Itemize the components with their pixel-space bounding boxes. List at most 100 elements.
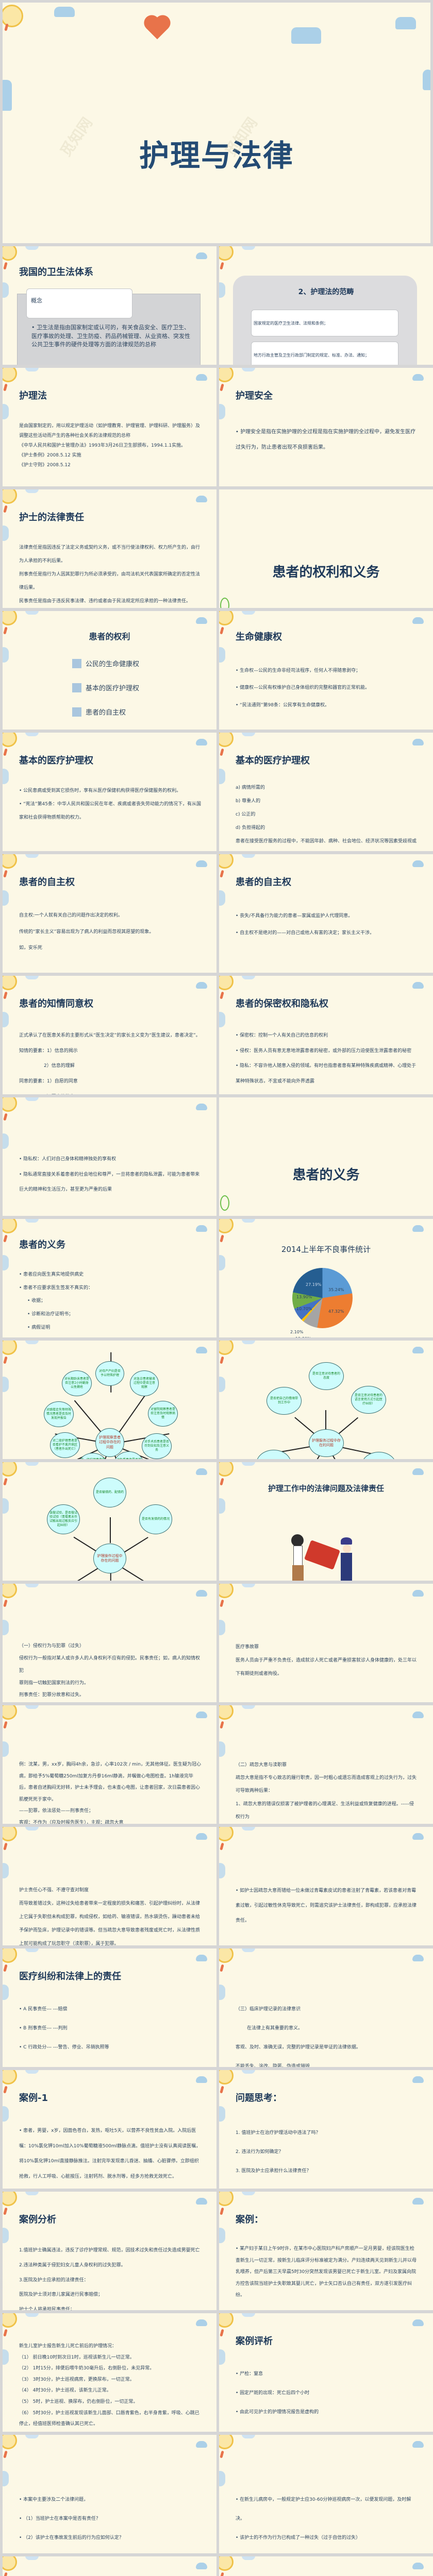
slide-mindmap-service[interactable]: 护理服务过程中存在的问题 是否注意对待患者的态度 是否注意对待患者的语言使用方式… [219,1341,433,1459]
cloud-icon [412,2563,424,2569]
cloud-icon [412,374,424,381]
cloud-icon [25,1462,39,1466]
slide-autonomy-2[interactable]: 患者的自主权 丧失/不具备行为能力的患者—家属或监护人代理同意。 自主权不是绝对… [219,854,433,973]
pie-chart[interactable] [292,1268,353,1328]
slide-body: 自主权:一个人就有关自己的问题作出决定的权利。 传统的“家长主义”容易出现为了病… [19,908,201,957]
slide-body: （二）疏忽大意与渎职罪 疏忽大意是指不专心致志的履行职责，因一时粗心或遗忘而造成… [236,1759,418,1824]
slide-confidentiality-privacy[interactable]: 患者的保密权和隐私权 保密权：控制一个人有关自己的信息的权利 侵权：医务人员有意… [219,976,433,1094]
cloud-icon [219,647,225,663]
slide-informed-consent[interactable]: 患者的知情同意权 正式承认了在医患关系的主要形式从“医生决定”的家长主义变为“医… [3,976,216,1094]
slide-fault-forms[interactable]: 过错的形式主要有故意和过失两种。 故意，是指行为人预见到自己行为的有害后果，仍然… [219,2556,433,2576]
sun-decoration [219,1584,234,1598]
slide-privacy-2[interactable]: 隐私权：人们对自己身体和精神独处的享有权 隐私通常直接关系着患者的社会地位和尊严… [3,1097,216,1216]
square-marker-icon [72,707,81,717]
slide-penicillin-example[interactable]: 如护士因疏忽大意而错给一位未做过青霉素皮试的患者注射了青霉素，若该患者对青霉素过… [219,1827,433,1945]
slide-title: 生命健康权 [236,632,282,642]
rights-list-item[interactable]: 公民的生命健康权 [72,657,139,669]
slide-title: 患者的自主权 [19,877,75,888]
cloud-icon [412,1225,424,1232]
cloud-icon [196,1104,207,1110]
cloud-icon [25,2556,39,2560]
cloud-icon [219,1985,225,2000]
slide-section-duties[interactable]: 患者的义务 [219,1097,433,1216]
slide-body: 公民患病或受到其它损伤时，享有从医疗保健机构获得医疗保健服务的权利。 “宪法”第… [19,784,201,824]
slide-mindmap-operation[interactable]: 护理操作过程中存在的问题 是否输错药、配错药 是否有发错药的情况 输液或扎针时是… [3,1462,216,1581]
cloud-icon [3,769,9,784]
slide-ward-rounds[interactable]: 在新生儿病房中，一般规定护士应30-60分钟巡视病房一次，以便发现问题，及时解决… [219,2435,433,2553]
slide-adverse-events-chart[interactable]: 2014上半年不良事件统计 35.24% 47.32% 12.80% 2.10%… [219,1219,433,1337]
slide-section-rights-duties[interactable]: 患者的权利和义务 [219,489,433,608]
slide-mindmap-observation[interactable]: 护理观察患者过程中存在的问题 对待产产妇是否予以特殊护理 对急诊患者输液过程中是… [3,1341,216,1459]
slide-basic-care-right[interactable]: 基本的医疗护理权 公民患病或受到其它损伤时，享有从医疗保健机构获得医疗保健服务的… [3,733,216,851]
cloud-icon [196,1347,207,1353]
cloud-icon [412,1590,424,1597]
slide-title: 护理法 [19,391,47,401]
slide-example-shen[interactable]: 例：沈某，男，xx岁，胸闷4h余，急诊，心率102次 / min，无其他体征。医… [3,1705,216,1824]
body-line: （5） 5时，护士巡视、换尿布，仍右侧卧位，一切正常。 [19,2399,138,2404]
slide-nursing-records[interactable]: （三）临床护理记录的法律意识 在法律上有其重要的意义。 客观、及时、准确无误，完… [219,1948,433,2067]
slide-patient-rights[interactable]: 患者的权利 公民的生命健康权 基本的医疗护理权 患者的自主权 患者的知情同意权 … [3,611,216,730]
cloud-icon [219,1012,225,1027]
slide-legal-issues-title[interactable]: 护理工作中的法律问题及法律责任 [219,1462,433,1581]
body-line: b) 尊重人的 [236,799,261,804]
slide-title: 2、护理法的范畴 [298,288,354,296]
slide-basic-care-right-2[interactable]: 基本的医疗护理权 a) 病情所需的 b) 尊重人的 c) 公正的 d) 负担得起… [219,733,433,851]
cloud-icon [219,769,225,784]
sun-decoration [3,368,17,382]
slide-title: 护士的法律责任 [19,512,84,523]
cloud-icon [412,1833,424,1840]
slide-health-law-system[interactable]: 我国的卫生法体系 概念 • 卫生法是指由国家制定或认可的，有关食品安全、医疗卫生… [3,246,216,365]
cloud-icon [3,1741,9,1757]
slide-nurse-legal-liability[interactable]: 护士的法律责任 法律责任是指因违反了法定义务或契约义务，或不当行使法律权利、权力… [3,489,216,608]
cloud-icon [242,2556,255,2560]
slide-dispute-liability[interactable]: 医疗纠纷和法律上的责任 A 民事责任--- ---赔偿 B 刑事责任--- --… [3,1948,216,2067]
mindmap-node: 对急诊患者输液过程中是否注意观察 [130,1370,159,1396]
body-line: （三）临床护理记录的法律意识 [236,2007,301,2012]
concept-text: • 卫生法是指由国家制定或认可的，有关食品安全、医疗卫生、医疗事故的处理、卫生防… [31,324,190,348]
slide-tort-crime[interactable]: （一）侵权行为与犯罪（过失） 侵权行为一般指对某人或许多人的人身权利不应有的侵犯… [3,1584,216,1702]
body-line: 医疗事故罪 [236,1645,259,1650]
cloud-icon [242,733,255,736]
slide-case-newborn[interactable]: 案例： 某产妇于某日上午9时许，在某市中心医院妇产科产房顺产一足月男婴，经该院医… [219,2192,433,2310]
slide-medical-accident-crime[interactable]: 医疗事故罪 医务人员由于严重不负责任，造成就诊人死亡或者严重损害就诊人身体健康的… [219,1584,433,1702]
mindmap-node: 对长期卧床患者是否注意2小时翻身以免褥疮 [62,1370,92,1396]
slide-nursing-law[interactable]: 护理法 是由国家制定的，用以规定护理活动（如护理教育、护理管理、护理科研、护理服… [3,368,216,486]
slide-cover[interactable]: 护理与法律 汇报人 小觅知 觅知网 觅知网 [3,3,430,243]
slide-nursing-safety[interactable]: 护理安全 护理安全是指在实施护理的全过程是指在实施护理的全过程中，避免发生医疗过… [219,368,433,486]
pie-label: 47.32% [328,1309,344,1314]
pie-label: 12.80% [295,1336,311,1337]
cloud-icon [196,2441,207,2448]
section-title: 患者的义务 [292,1167,360,1183]
slide-responsibility[interactable]: 护士责任心不强、不遵守查对制度 而导致差错过失，这种过失给患者带来一定程度的损失… [3,1827,216,1945]
body-line: 3.医院及护士应承担的法律责任： [19,2277,89,2283]
slide-case-1[interactable]: 案例-1 患者，男婴，x岁，因面色苍白，发热，呕吐5天，以营养不良性贫血入院。入… [3,2070,216,2189]
cloud-icon [412,2319,424,2326]
slide-two-legal-issues[interactable]: 本案中主要涉及二个法律问题， （1）当班护士在本案中是否有责任？ （2）该护士在… [3,2435,216,2553]
slide-questions[interactable]: 问题思考： 1. 值班护士在治疗护理活动中违法了吗？ 2. 违法行为如何确定？ … [219,2070,433,2189]
cloud-icon [196,496,207,502]
bullet-item: 生命权—公民的生命非经司法程序，任何人不得随意剥夺； [236,663,418,680]
slide-title: 患者的保密权和隐私权 [236,998,328,1009]
sun-decoration [219,1219,234,1233]
rights-list-item[interactable]: 患者的自主权 [72,706,139,718]
cloud-icon [219,1620,225,1635]
body-line: （二）疏忽大意与渎职罪 [236,1762,287,1768]
cloud-icon [219,1377,225,1392]
slide-liability-principle[interactable]: 处理医疗纠纷的归责原则基本是单一归责原则说。即过错责任是侵权行为的唯一归责原则，… [3,2556,216,2576]
chart-title: 2014上半年不良事件统计 [281,1245,371,1254]
slide-right-to-life-health[interactable]: 生命健康权 生命权—公民的生命非经司法程序，任何人不得随意剥夺； 健康权—公民有… [219,611,433,730]
rights-list-item[interactable]: 基本的医疗护理权 [72,682,139,693]
bullet-item: 固定尸斑的出现：死亡后四个小时 [236,2384,418,2403]
body-line: 1、疏忽大意的错误仅损害了被护理者的心理满足、生活利益或恢复健康的进程。----… [236,1801,414,1820]
slide-patient-duties[interactable]: 患者的义务 患者应向医生真实地提供病史 患者不应要求医生签发不真实的： 收据； … [3,1219,216,1337]
slide-nursing-law-scope[interactable]: 2、护理法的范畴 国家规定的医疗卫生法律、法规和条例； 地方行政主管及卫生行政部… [219,246,433,365]
cloud-icon [25,1341,39,1344]
mindmap-node: 是否把自己的情绪带到工作中 [267,1387,302,1415]
slide-autonomy[interactable]: 患者的自主权 自主权:一个人就有关自己的问题作出决定的权利。 传统的“家长主义”… [3,854,216,973]
slide-negligence[interactable]: （二）疏忽大意与渎职罪 疏忽大意是指不专心致志的履行职责，因一时粗心或遗忘而造成… [219,1705,433,1824]
slide-newborn-report[interactable]: 新生儿室护士报告新生儿死亡前后的护理情况： （1） 前日晚10时到次日1时，巡视… [3,2313,216,2432]
slide-case-analysis[interactable]: 案例分析 1.值班护士确属违法，违反了诊疗护理常规、规范，因技术过失和责任过失造… [3,2192,216,2310]
slide-case-review[interactable]: 案例评析 尸检：窒息 固定尸斑的出现：死亡后四个小时 由此可见护士的护理情况报告… [219,2313,433,2432]
body-line: 是由国家制定的，用以规定护理活动（如护理教育、护理管理、护理科研、护理服务）及调… [19,423,201,438]
slide-title: 案例-1 [19,2093,48,2104]
